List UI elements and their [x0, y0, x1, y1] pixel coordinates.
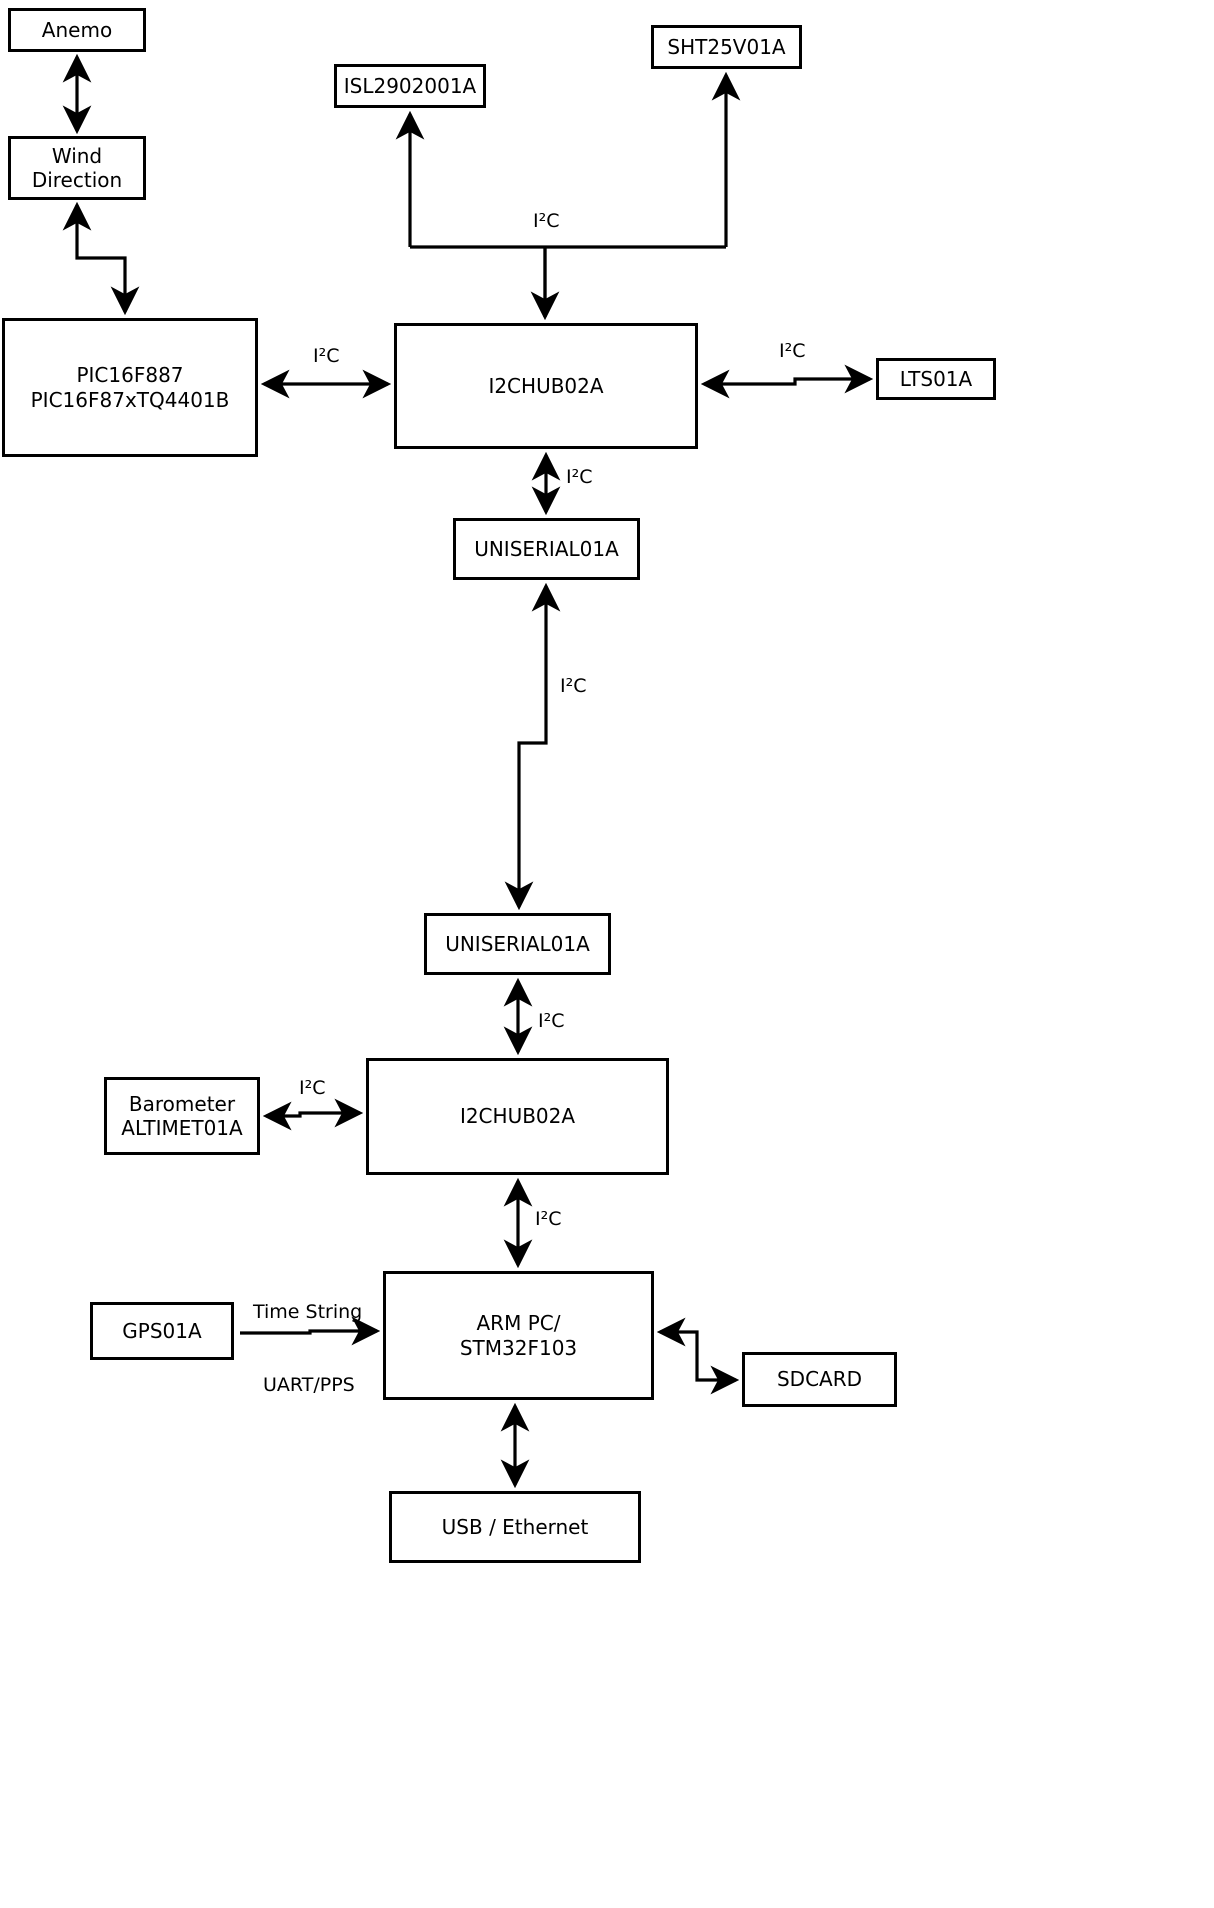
node-uniserial01a-upper[interactable]: UNISERIAL01A	[453, 518, 640, 580]
node-anemo[interactable]: Anemo	[8, 8, 146, 52]
node-gps01a-label: GPS01A	[122, 1318, 202, 1343]
node-pic16f887-label: PIC16F887 PIC16F87xTQ4401B	[30, 363, 230, 412]
edge-label-i2c-pic-to-hub: I²C	[313, 345, 340, 367]
line-winddir-pic	[75, 248, 140, 316]
node-i2chub02a-top-label: I2CHUB02A	[488, 373, 604, 398]
node-isl2902001a-label: ISL2902001A	[343, 73, 477, 98]
node-i2chub02a-bottom[interactable]: I2CHUB02A	[366, 1058, 669, 1175]
edge-label-i2c-hub-fanout: I²C	[533, 210, 560, 232]
node-wind-direction[interactable]: Wind Direction	[8, 136, 146, 200]
node-barometer-altimet01a[interactable]: Barometer ALTIMET01A	[104, 1077, 260, 1155]
edge-label-i2c-hub-to-uniserial-upper: I²C	[566, 466, 593, 488]
line-baro-i2chubbot	[262, 1098, 364, 1131]
edge-label-i2c-hub-to-lts: I²C	[779, 340, 806, 362]
node-gps01a[interactable]: GPS01A	[90, 1302, 234, 1360]
node-pic16f887[interactable]: PIC16F887 PIC16F87xTQ4401B	[2, 318, 258, 457]
node-sht25v01a[interactable]: SHT25V01A	[651, 25, 802, 69]
node-sdcard-label: SDCARD	[776, 1367, 863, 1392]
node-sdcard[interactable]: SDCARD	[742, 1352, 897, 1407]
node-isl2902001a[interactable]: ISL2902001A	[334, 64, 486, 108]
edge-label-uart-pps: UART/PPS	[263, 1374, 355, 1396]
node-i2chub02a-top[interactable]: I2CHUB02A	[394, 323, 698, 449]
node-arm-pc-stm32f103-label: ARM PC/ STM32F103	[459, 1311, 578, 1360]
node-sht25v01a-label: SHT25V01A	[667, 34, 786, 59]
node-uniserial01a-lower-label: UNISERIAL01A	[445, 931, 590, 956]
edge-label-i2c-uniserial-upper-to-lower: I²C	[560, 675, 587, 697]
edge-label-time-string: Time String	[253, 1301, 363, 1323]
node-arm-pc-stm32f103[interactable]: ARM PC/ STM32F103	[383, 1271, 654, 1400]
line-i2chub-lts	[700, 364, 874, 399]
node-i2chub02a-bottom-label: I2CHUB02A	[459, 1104, 576, 1129]
node-usb-ethernet-label: USB / Ethernet	[441, 1514, 589, 1539]
edge-label-i2c-uniserial-lower-to-hub: I²C	[538, 1010, 565, 1032]
node-barometer-altimet01a-label: Barometer ALTIMET01A	[121, 1091, 243, 1140]
node-uniserial01a-upper-label: UNISERIAL01A	[474, 536, 619, 561]
line-uniup-unilo	[504, 582, 561, 911]
node-lts01a-label: LTS01A	[899, 366, 973, 391]
node-usb-ethernet[interactable]: USB / Ethernet	[389, 1491, 641, 1563]
edge-label-i2c-barometer-to-hub: I²C	[299, 1077, 326, 1099]
node-uniserial01a-lower[interactable]: UNISERIAL01A	[424, 913, 611, 975]
node-anemo-label: Anemo	[41, 17, 113, 42]
line-armpc-sdcard	[656, 1317, 740, 1395]
node-wind-direction-label: Wind Direction	[31, 143, 123, 192]
line-gps-armpc	[240, 1316, 381, 1346]
node-lts01a[interactable]: LTS01A	[876, 358, 996, 400]
edge-label-i2c-hub-to-armpc: I²C	[535, 1208, 562, 1230]
